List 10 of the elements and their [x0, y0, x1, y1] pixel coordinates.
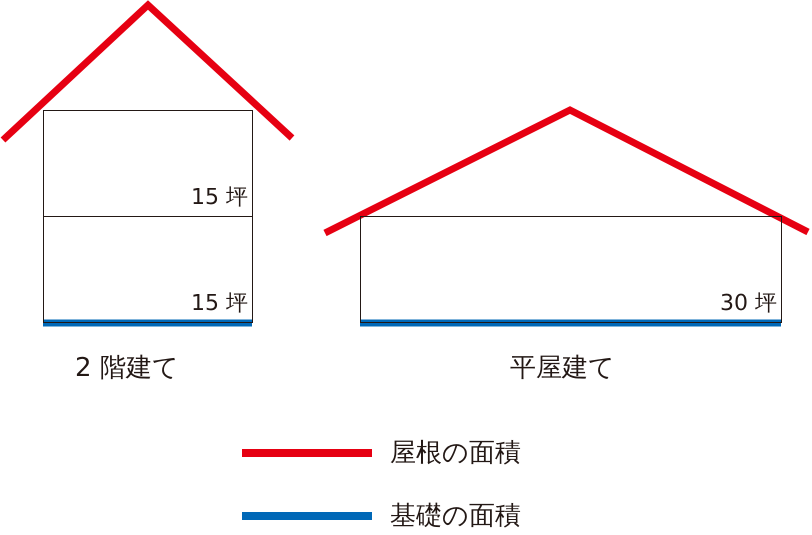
- legend-label: 屋根の面積: [390, 437, 521, 470]
- floor-box: [43, 216, 253, 323]
- legend-label: 基礎の面積: [390, 500, 521, 533]
- area-label: 15 坪: [191, 184, 248, 212]
- area-label: 15 坪: [191, 290, 248, 318]
- house-type-label: 平屋建て: [510, 352, 615, 385]
- floor-box: [360, 216, 782, 323]
- floor-box: [43, 110, 253, 217]
- house-type-label: 2 階建て: [75, 352, 179, 385]
- area-label: 30 坪: [720, 290, 777, 318]
